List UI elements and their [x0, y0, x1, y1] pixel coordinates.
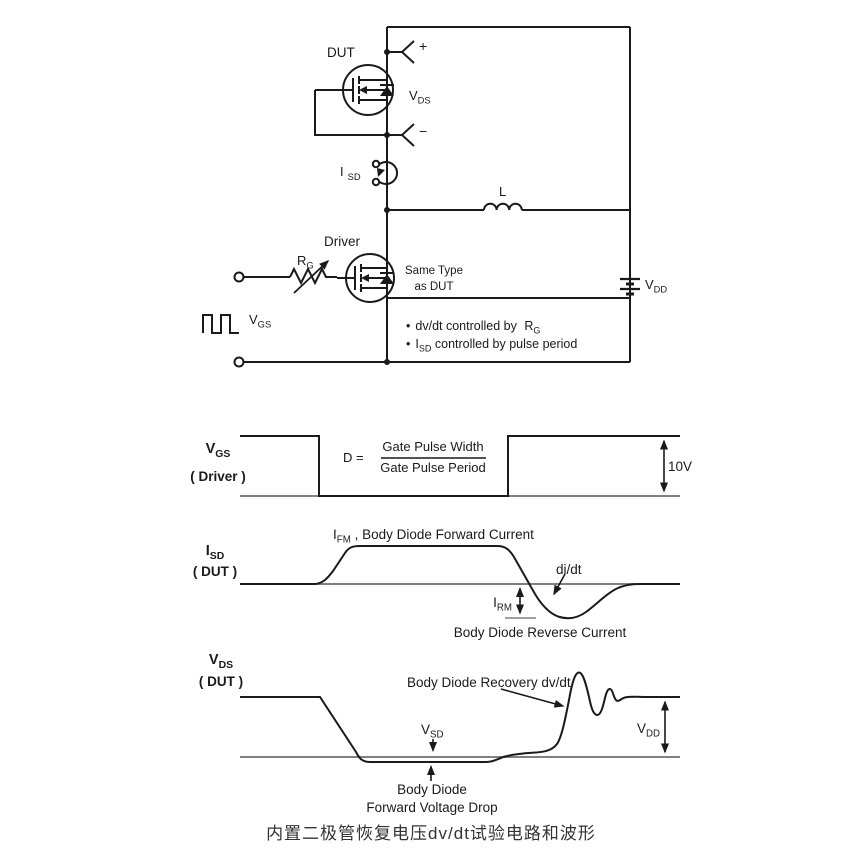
- body-diode-triangle: [380, 274, 394, 284]
- duty-prefix: D =: [343, 450, 364, 465]
- vds-probe-sub: DS: [417, 95, 431, 106]
- input-terminal-bottom: [233, 356, 245, 368]
- note1-text: dv/dt controlled by: [415, 319, 521, 333]
- vdd-wave-main: V: [636, 721, 646, 736]
- vgs-axis-main: V: [205, 441, 216, 457]
- vgs-source-main: V: [249, 312, 258, 327]
- rg-sub: G: [306, 260, 314, 271]
- duty-denominator: Gate Pulse Period: [380, 460, 486, 475]
- didt-pointer-arrow: [553, 573, 566, 596]
- isd-probe-main: I: [340, 164, 344, 179]
- vgs-axis-label: VGS: [168, 441, 268, 460]
- inductor-symbol: [387, 202, 630, 211]
- vdd-supply-label: VDD: [645, 277, 668, 295]
- vgs-axis-sub: GS: [215, 448, 231, 460]
- vds-axis-sublabel: ( DUT ): [198, 674, 244, 689]
- vdd-wave-label: VDD: [626, 721, 660, 740]
- irm-label: IRM: [470, 595, 512, 614]
- battery-symbol: [620, 277, 640, 296]
- same-type-line2: as DUT: [414, 280, 454, 293]
- dut-mosfet-symbol: [315, 64, 394, 116]
- vgs-axis-sublabel: ( Driver ): [190, 469, 246, 484]
- ifm-rest: , Body Diode Forward Current: [350, 527, 534, 542]
- isd-axis-main: I: [205, 543, 210, 559]
- vds-axis-label: VDS: [171, 652, 271, 671]
- input-terminal-top: [233, 271, 245, 283]
- driver-mosfet-symbol: [337, 253, 395, 303]
- vdd-main: V: [645, 277, 654, 292]
- rg-main: R: [297, 253, 307, 268]
- vds-minus-sign: −: [419, 123, 428, 139]
- vds-axis-main: V: [208, 652, 219, 668]
- isd-axis-sublabel: ( DUT ): [192, 564, 238, 579]
- vdd-wave-sub: DD: [645, 728, 660, 740]
- figure-caption: 内置二极管恢复电压dv/dt试验电路和波形: [266, 824, 596, 843]
- note2-text: controlled by pulse period: [431, 337, 578, 351]
- rg-resistor-symbol: [243, 259, 337, 294]
- circuit-diagram: [202, 26, 640, 368]
- vds-axis-sub: DS: [218, 659, 234, 671]
- vgs-source-sub: GS: [257, 319, 272, 330]
- vsd-label: VSD: [421, 722, 444, 741]
- vdd-sub: DD: [653, 284, 668, 295]
- junction-dot: [384, 207, 390, 213]
- same-type-note: Same Type as DUT: [398, 264, 470, 295]
- gate-source-short-wire: [314, 90, 387, 136]
- duty-numerator: Gate Pulse Width: [382, 439, 484, 454]
- note-bullet: •: [406, 337, 411, 351]
- junction-dot: [384, 359, 390, 365]
- isd-waveform: [240, 545, 680, 620]
- note-isd: • ISD controlled by pulse period: [406, 337, 578, 354]
- vgs-source-label: VGS: [249, 312, 272, 330]
- current-probe-symbol: [371, 159, 399, 187]
- vgs-waveform: [240, 435, 680, 497]
- vgs-amplitude-label: 10V: [668, 459, 693, 474]
- vsd-sub: SD: [430, 729, 444, 741]
- didt-label: di/dt: [556, 562, 582, 577]
- recovery-pointer-arrow: [500, 688, 565, 708]
- dut-label: DUT: [327, 45, 355, 60]
- reverse-current-label: Body Diode Reverse Current: [453, 625, 627, 640]
- waveform-plots: [240, 435, 680, 781]
- note-dvdt: • dv/dt controlled by RG: [406, 319, 541, 336]
- note1-ref-sub: G: [533, 325, 541, 336]
- note2-ref-main: I: [415, 337, 419, 351]
- vsd-main: V: [421, 722, 431, 737]
- vds-waveform: [240, 671, 680, 763]
- isd-axis-label: ISD: [165, 543, 265, 562]
- vds-probe-label: VDS: [409, 88, 431, 106]
- body-arrow: [359, 86, 367, 94]
- note-bullet: •: [406, 319, 411, 333]
- same-type-line1: Same Type: [405, 265, 463, 277]
- vds-minus-probe: [384, 123, 415, 147]
- driver-label: Driver: [324, 234, 360, 249]
- recovery-dvdt-label: Body Diode Recovery dv/dt: [407, 675, 571, 690]
- forward-drop-line1: Body Diode: [397, 782, 467, 797]
- irm-main: I: [493, 595, 497, 610]
- isd-axis-sub: SD: [209, 550, 225, 562]
- forward-drop-line2: Forward Voltage Drop: [366, 800, 498, 815]
- isd-probe-sub: SD: [347, 171, 361, 182]
- ifm-sub: FM: [336, 534, 351, 546]
- vgs-pulse-icon: [202, 314, 239, 334]
- irm-sub: RM: [496, 602, 512, 614]
- vds-plus-sign: +: [419, 38, 428, 54]
- vds-probe-main: V: [409, 88, 418, 103]
- rg-label: RG: [297, 253, 314, 271]
- ifm-label: IFM , Body Diode Forward Current: [333, 527, 534, 546]
- note1-ref-main: R: [524, 319, 534, 333]
- vds-plus-probe: [384, 40, 415, 64]
- note2-ref-sub: SD: [418, 343, 432, 354]
- body-diode-triangle: [380, 86, 394, 96]
- ifm-main: I: [333, 527, 337, 542]
- body-arrow: [361, 274, 369, 282]
- inductor-label: L: [499, 184, 507, 199]
